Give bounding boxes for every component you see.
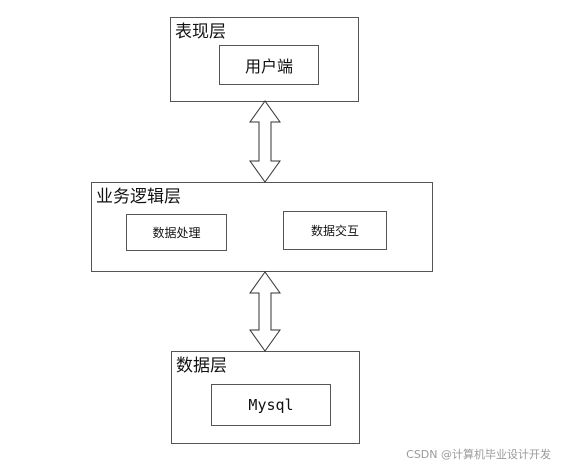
- presentation-layer: 表现层 用户端: [170, 17, 359, 102]
- arrow-presentation-business: [249, 100, 281, 183]
- mysql-box: Mysql: [211, 384, 331, 426]
- arrow-business-data: [249, 271, 281, 352]
- watermark: CSDN @计算机毕业设计开发: [406, 448, 551, 461]
- data-interaction-box: 数据交互: [283, 211, 387, 250]
- presentation-layer-title: 表现层: [175, 22, 226, 42]
- business-logic-layer-title: 业务逻辑层: [96, 187, 181, 207]
- data-layer: 数据层 Mysql: [171, 351, 360, 444]
- business-logic-layer: 业务逻辑层 数据处理 数据交互: [91, 182, 433, 272]
- data-layer-title: 数据层: [176, 356, 227, 376]
- data-processing-box: 数据处理: [126, 214, 227, 251]
- user-client-box: 用户端: [219, 45, 319, 85]
